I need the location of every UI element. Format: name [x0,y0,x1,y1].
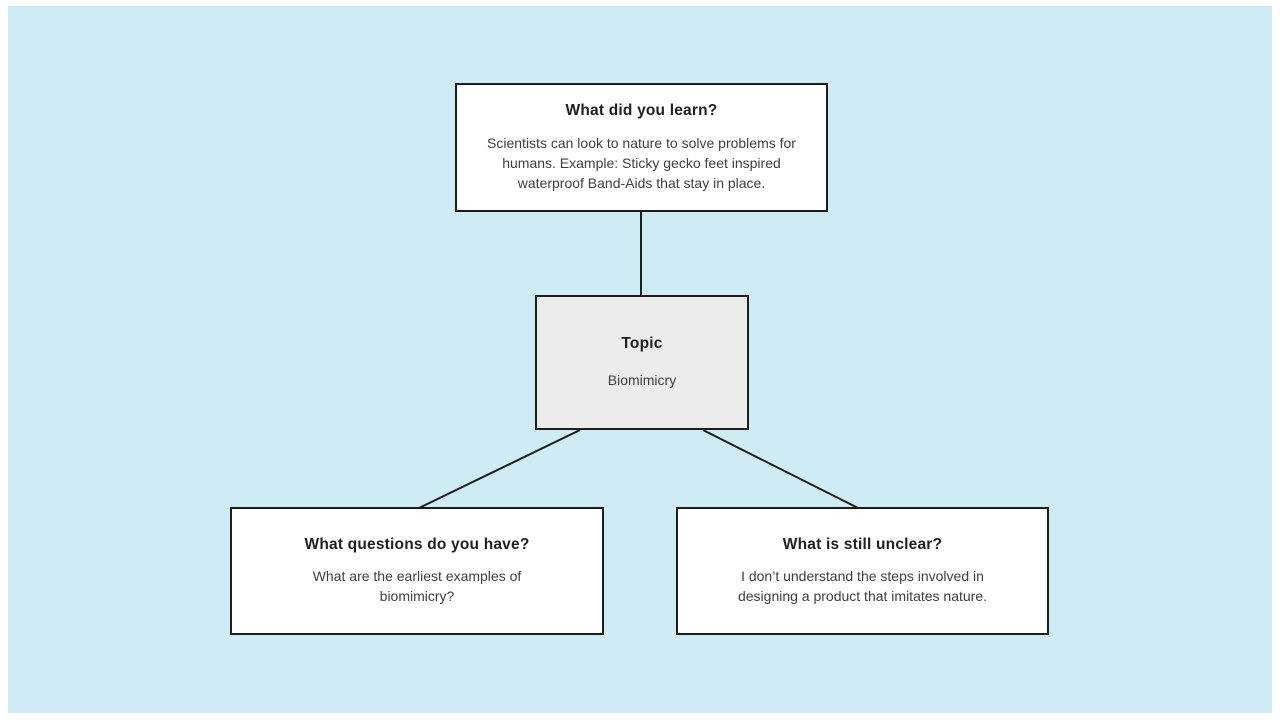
node-what-questions-do-you-have-body: What are the earliest examples of biomim… [312,568,522,605]
node-what-did-you-learn-title: What did you learn? [565,102,718,120]
node-what-is-still-unclear-body: I don’t understand the steps involved in… [737,568,988,605]
node-what-did-you-learn-body: Scientists can look to nature to solve p… [487,134,796,191]
node-what-questions-do-you-have[interactable]: What questions do you have? What are the… [230,507,604,635]
node-topic-title: Topic [621,335,663,353]
node-what-is-still-unclear[interactable]: What is still unclear? I don’t understan… [676,507,1049,635]
node-what-is-still-unclear-title: What is still unclear? [782,535,943,553]
node-what-did-you-learn[interactable]: What did you learn? Scientists can look … [455,83,828,212]
node-what-questions-do-you-have-title: What questions do you have? [304,535,530,553]
node-topic[interactable]: Topic Biomimicry [535,295,749,430]
node-topic-body: Biomimicry [607,371,677,388]
